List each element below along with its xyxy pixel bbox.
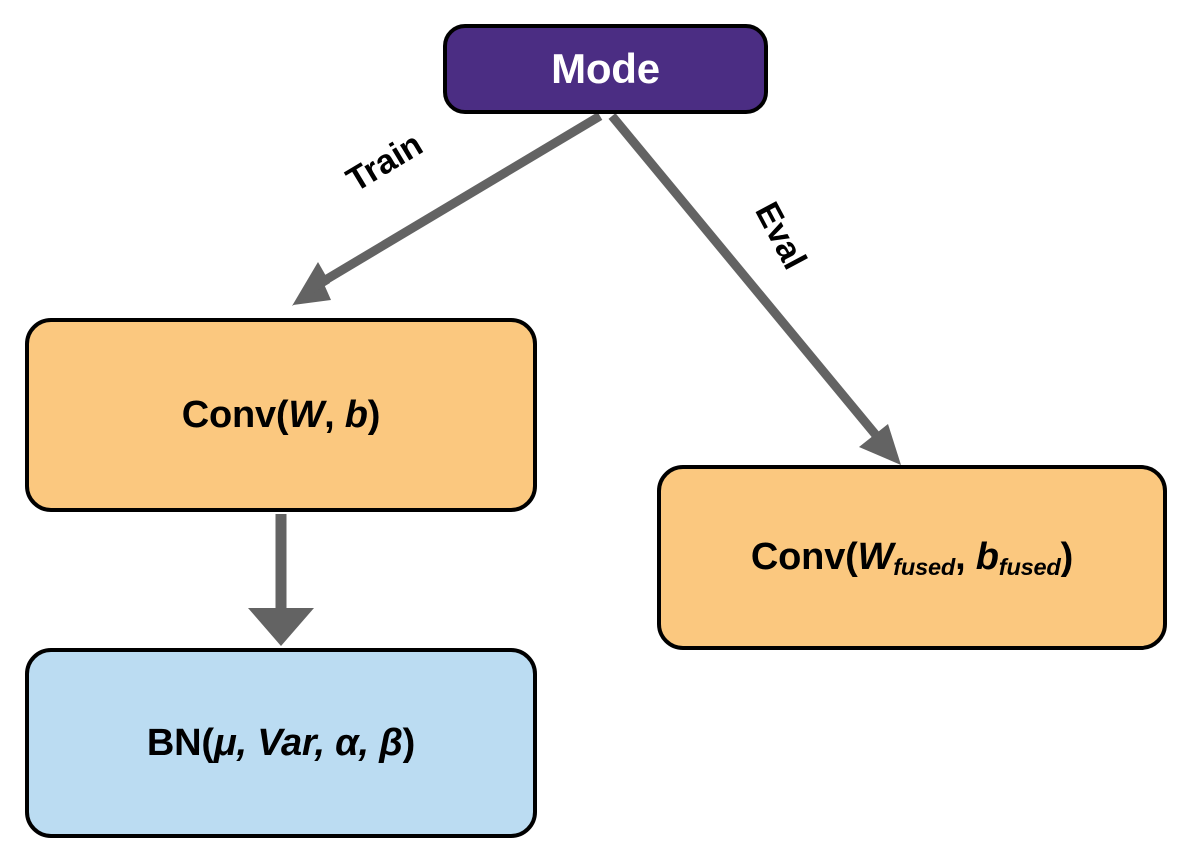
conv-fused-b: b	[975, 536, 999, 578]
bn-mu: μ	[213, 721, 237, 764]
node-mode[interactable]: Mode	[443, 24, 768, 114]
conv-train-prefix: Conv(	[181, 393, 289, 436]
conv-train-b: b	[344, 393, 368, 436]
bn-sep-2: ,	[314, 721, 336, 764]
node-mode-label: Mode	[551, 45, 660, 92]
edge-mode-to-conv-train	[292, 112, 603, 306]
node-conv-train[interactable]: Conv(W, b)	[25, 318, 537, 512]
conv-train-suffix: )	[367, 393, 381, 436]
node-bn[interactable]: BN(μ, Var, α, β)	[25, 648, 537, 838]
conv-train-sep: ,	[324, 393, 345, 436]
bn-alpha: α	[335, 721, 359, 764]
conv-fused-sep: ,	[955, 536, 976, 578]
bn-var: Var	[257, 721, 315, 764]
bn-suffix: )	[402, 721, 416, 764]
conv-fused-suffix: )	[1060, 536, 1074, 578]
conv-fused-prefix: Conv(	[750, 536, 858, 578]
bn-sep-3: ,	[358, 721, 380, 764]
conv-fused-b-subscript: fused	[998, 553, 1061, 580]
edge-conv-train-to-bn	[248, 514, 314, 646]
node-conv-fused[interactable]: Conv(Wfused, bfused)	[657, 465, 1167, 650]
bn-beta: β	[379, 721, 403, 764]
node-conv-fused-label: Conv(Wfused, bfused)	[750, 536, 1074, 580]
node-bn-label: BN(μ, Var, α, β)	[147, 722, 415, 765]
conv-fused-w-subscript: fused	[893, 553, 956, 580]
bn-prefix: BN(	[146, 721, 214, 764]
bn-sep-1: ,	[236, 721, 258, 764]
node-conv-train-label: Conv(W, b)	[182, 394, 381, 437]
conv-train-w: W	[288, 393, 325, 436]
edge-mode-to-conv-fused	[608, 113, 901, 465]
conv-fused-w: W	[857, 536, 894, 578]
